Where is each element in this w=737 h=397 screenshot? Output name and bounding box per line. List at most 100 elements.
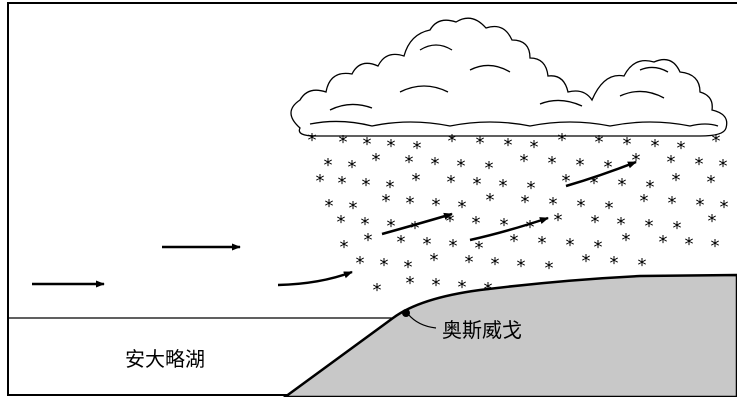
snowflake-icon: * [668,193,677,214]
snowflake-icon: * [610,253,619,274]
snowflake-icon: * [618,175,627,196]
snowflake-icon: * [339,132,348,153]
snowflake-icon: * [465,252,474,273]
snowflake-icon: * [566,235,575,256]
snowflake-icon: * [632,150,641,171]
snowflake-icon: * [404,257,413,278]
snowflake-icon: * [646,177,655,198]
town-marker [402,309,410,317]
snowflake-icon: * [695,154,704,175]
snowflake-icon: * [340,237,349,258]
wind-arrows [32,160,637,288]
snowflake-icon: * [449,236,458,257]
snowflake-icon: * [338,173,347,194]
snowflake-icon: * [361,214,370,235]
snowflake-icon: * [659,232,668,253]
snowflake-icon: * [504,135,513,156]
snowflake-icon: * [719,156,728,177]
snowflake-icon: * [431,154,440,175]
lake-label: 安大略湖 [125,347,205,371]
snowflake-icon: * [527,178,536,199]
snowflake-icon: * [387,216,396,237]
snowflake-icon: * [472,213,481,234]
snowflake-icon: * [423,234,432,255]
snowflake-icon: * [485,158,494,179]
snowflake-icon: * [673,218,682,239]
snowflake-icon: * [308,130,317,151]
snowflake-icon: * [363,134,372,155]
snowflake-icon: * [591,212,600,233]
snowflake-icon: * [349,198,358,219]
snowflake-icon: * [337,212,346,233]
snowflake-icon: * [526,217,535,238]
snowflake-icon: * [405,152,414,173]
snowflake-icon: * [554,210,563,231]
snowflake-icon: * [457,156,466,177]
snowflake-icon: * [432,275,441,296]
snowflake-icon: * [667,152,676,173]
snowflake-icon: * [473,174,482,195]
snowflake-icon: * [406,193,415,214]
snowflake-icon: * [707,172,716,193]
snowflake-icon: * [521,192,530,213]
snowflake-icon: * [356,253,365,274]
snowflake-icon: * [447,172,456,193]
snowflake-icon: * [448,131,457,152]
snowflake-icon: * [411,218,420,239]
snowflake-icon: * [530,137,539,158]
snowflake-icon: * [458,277,467,298]
snowflake-icon: * [562,171,571,192]
snowflake-icon: * [558,130,567,151]
snowfall: ****************************************… [308,130,729,301]
snowflake-icon: * [677,138,686,159]
snowflake-icon: * [645,216,654,237]
snowflake-icon: * [548,153,557,174]
snowflake-icon: * [372,150,381,171]
snowflake-icon: * [549,194,558,215]
snowflake-icon: * [316,171,325,192]
wind-arrow-icon [565,160,637,188]
snowflake-icon: * [499,176,508,197]
snowflake-icon: * [595,132,604,153]
snowflake-icon: * [712,131,721,152]
snowflake-icon: * [617,214,626,235]
snowflake-icon: * [623,134,632,155]
wind-arrow-icon [277,270,353,287]
snowflake-icon: * [446,211,455,232]
snowflake-icon: * [324,155,333,176]
snowflake-icon: * [651,136,660,157]
snowflake-icon: * [406,273,415,294]
snowflake-icon: * [517,256,526,277]
snowflake-icon: * [476,133,485,154]
snowflake-icon: * [594,237,603,258]
snowflake-icon: * [397,232,406,253]
snowflake-icon: * [475,238,484,259]
cloud-icon [290,17,728,137]
snowflake-icon: * [720,197,729,218]
snowflake-icon: * [510,231,519,252]
snowflake-icon: * [590,173,599,194]
town-leader-line [407,313,437,329]
snowflake-icon: * [382,191,391,212]
snowflake-icon: * [500,215,509,236]
snowflake-icon: * [486,190,495,211]
snowflake-icon: * [362,175,371,196]
wind-arrow-icon [469,216,549,242]
snowflake-icon: * [582,251,591,272]
snowflake-icon: * [432,195,441,216]
snowflake-icon: * [413,138,422,159]
snowflake-icon: * [380,255,389,276]
snowflake-icon: * [640,191,649,212]
snowflake-icon: * [386,177,395,198]
snowflake-icon: * [605,198,614,219]
snowflake-icon: * [577,196,586,217]
snowflake-icon: * [364,230,373,251]
snowflake-icon: * [672,170,681,191]
snowflake-icon: * [491,254,500,275]
town-label: 奥斯威戈 [442,318,522,342]
snowflake-icon: * [387,136,396,157]
snowflake-icon: * [412,170,421,191]
snowflake-icon: * [538,233,547,254]
